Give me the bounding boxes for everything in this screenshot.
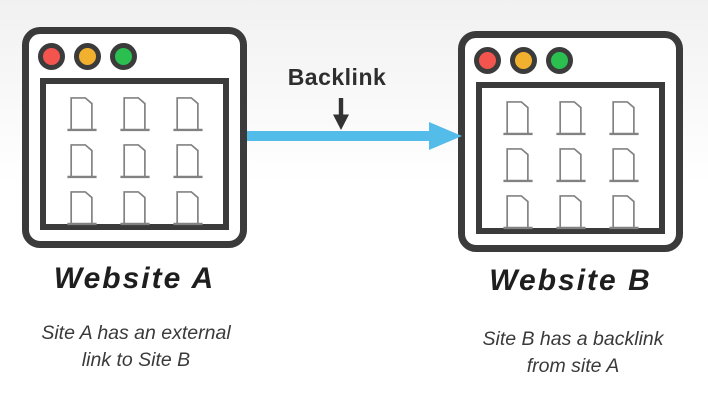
window-controls-a bbox=[38, 43, 137, 70]
page-icon bbox=[119, 144, 150, 179]
window-dot-red-icon bbox=[474, 47, 501, 74]
page-icon bbox=[555, 101, 586, 136]
pointer-down-arrow-icon bbox=[333, 98, 349, 130]
window-dot-yellow-icon bbox=[510, 47, 537, 74]
page-icon bbox=[608, 195, 639, 230]
page-icon bbox=[66, 144, 97, 179]
page-icon bbox=[119, 97, 150, 132]
page-icon bbox=[555, 195, 586, 230]
page-icon bbox=[502, 195, 533, 230]
website-b-caption-line2: from site A bbox=[526, 354, 620, 377]
website-b-window bbox=[458, 31, 683, 252]
website-b-content-frame bbox=[476, 82, 665, 234]
website-a-page-grid bbox=[46, 84, 223, 227]
window-controls-b bbox=[474, 47, 573, 74]
window-dot-red-icon bbox=[38, 43, 65, 70]
backlink-arrow-head-icon bbox=[429, 122, 462, 150]
window-dot-yellow-icon bbox=[74, 43, 101, 70]
page-icon bbox=[119, 191, 150, 226]
website-a-content-frame bbox=[40, 78, 229, 230]
page-icon bbox=[172, 97, 203, 132]
window-dot-green-icon bbox=[546, 47, 573, 74]
backlink-arrow-shaft bbox=[247, 131, 431, 141]
website-a-window bbox=[22, 27, 247, 248]
website-a-title: Website A bbox=[53, 262, 216, 295]
website-b-title: Website B bbox=[489, 264, 652, 297]
website-b-caption: Site B has a backlink from site A bbox=[448, 326, 698, 380]
page-icon bbox=[555, 148, 586, 183]
website-b-caption-line1: Site B has a backlink bbox=[482, 328, 664, 350]
page-icon bbox=[502, 101, 533, 136]
page-icon bbox=[608, 148, 639, 183]
backlink-label: Backlink bbox=[287, 64, 387, 90]
page-icon bbox=[172, 144, 203, 179]
website-a-caption-line2: link to Site B bbox=[81, 348, 191, 371]
website-a-caption-line1: Site A has an external bbox=[41, 322, 231, 344]
page-icon bbox=[172, 191, 203, 226]
page-icon bbox=[66, 97, 97, 132]
page-icon bbox=[66, 191, 97, 226]
page-icon bbox=[502, 148, 533, 183]
window-dot-green-icon bbox=[110, 43, 137, 70]
website-b-page-grid bbox=[482, 88, 659, 231]
page-icon bbox=[608, 101, 639, 136]
website-a-caption: Site A has an external link to Site B bbox=[11, 320, 261, 374]
